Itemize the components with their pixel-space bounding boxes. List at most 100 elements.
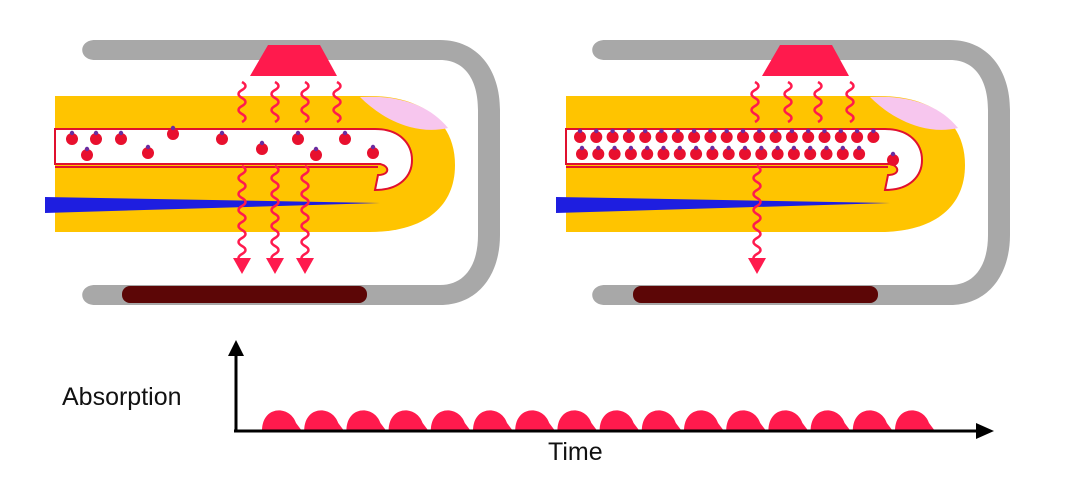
light-wave [845,80,855,124]
blood-particle [722,145,735,160]
blood-particle [787,145,800,160]
blood-particle [671,128,684,143]
blood-particles [66,125,379,161]
absorption-pulses [262,410,935,431]
absorption-pulse [599,410,640,431]
photodetector-icon [122,286,367,303]
light-wave [237,164,247,264]
blood-particle [590,128,603,143]
light-wave [750,80,760,124]
absorption-pulse [641,410,682,431]
blood-particle [836,145,849,160]
blood-particle [655,128,668,143]
blood-particles [574,128,899,166]
blood-particle [576,145,588,160]
blood-particle [785,128,798,143]
bone-stripe [556,197,890,213]
blood-particle [592,145,605,160]
blood-particle [769,128,782,143]
light-wave [300,164,310,264]
blood-particle [81,146,93,161]
blood-particle [339,130,351,145]
blood-particle [755,145,768,160]
probe-panel-left [45,40,500,305]
absorption-pulse [473,410,513,431]
absorption-pulse [684,410,724,431]
blood-particle [753,128,766,143]
absorption-pulse [304,410,345,431]
blood-particle [142,144,154,159]
absorption-pulse [346,410,387,431]
blood-particle [216,130,228,145]
arrow-down-icon [233,258,251,274]
bone-stripe [45,197,380,213]
blood-particle [720,128,733,143]
absorption-pulse [388,410,429,431]
light-wave [237,80,247,124]
blood-particle [887,151,899,166]
x-axis-arrowhead [976,423,994,439]
blood-particle [606,128,619,143]
blood-particle [771,145,784,160]
arrow-down-icon [266,258,284,274]
absorption-pulse [768,410,809,431]
blood-particle [66,130,78,145]
blood-particle [90,130,102,145]
blood-particle [367,144,379,159]
absorption-graph: Absorption Time [62,340,994,466]
y-axis-label: Absorption [62,383,182,411]
blood-particle [310,146,322,161]
blood-particle [867,128,880,143]
blood-particle [622,128,635,143]
absorption-pulse [262,410,302,431]
light-waves [233,80,342,274]
light-source-icon [762,45,849,76]
light-waves [748,80,855,274]
absorption-pulse [810,410,851,431]
blood-particle [853,145,866,160]
light-wave [270,164,280,264]
blood-particle [657,145,670,160]
blood-particle [624,145,637,160]
light-wave [332,80,342,124]
blood-particle [818,128,831,143]
fingernail [870,96,958,130]
blood-particle [739,145,751,160]
blood-particle [641,145,654,160]
blood-particle [706,145,719,160]
light-source-icon [250,45,337,76]
light-wave [783,80,793,124]
blood-particle [256,140,268,155]
light-wave [270,80,280,124]
blood-particle [639,128,652,143]
blood-particle [834,128,847,143]
blood-particle [804,145,817,160]
blood-particle [673,145,686,160]
blood-particle [704,128,717,143]
blood-particle [851,128,864,143]
arrow-down-icon [296,258,314,274]
blood-particle [292,130,304,145]
blood-particle [802,128,815,143]
blood-particle [608,145,621,160]
light-wave [300,80,310,124]
blood-particle [820,145,833,160]
x-axis-label: Time [548,438,603,466]
absorption-pulse [726,410,767,431]
absorption-pulse [515,410,556,431]
light-wave [813,80,823,124]
fingernail [360,96,448,130]
blood-particle [115,130,127,145]
absorption-pulse [430,410,471,431]
blood-particle [167,125,179,140]
photodetector-icon [633,286,878,303]
blood-particle [737,128,749,143]
arrow-down-icon [748,258,766,274]
absorption-pulse [852,410,893,431]
absorption-pulse [895,410,935,431]
blood-particle [574,128,586,143]
light-wave [752,164,762,264]
blood-particle [688,128,701,143]
absorption-pulse [557,410,598,431]
